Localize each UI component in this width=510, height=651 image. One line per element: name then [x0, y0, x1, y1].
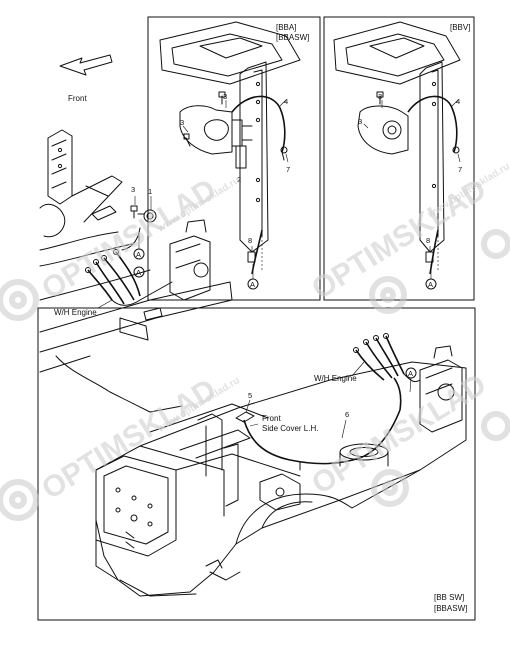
front-direction-label: Front — [68, 94, 87, 103]
callout-b-5: 5 — [248, 391, 252, 400]
left-wiring-harness — [85, 227, 173, 306]
panel-top-right-tag-1: [BBV] — [450, 23, 470, 32]
front-side-cover-label-1: Front — [262, 414, 281, 423]
panel-top-left-tag-1: [BBA] — [276, 23, 296, 32]
optim-sklad-watermark: OPTIMSKLAD OPTIMSKLAD OPTIMSKLAD OPTIMSK… — [0, 161, 510, 521]
callout-tr-8: 8 — [426, 236, 430, 245]
ref-a-label-tr: A — [428, 280, 433, 289]
callout-b-6: 6 — [345, 410, 349, 419]
callout-tl-3a: 3 — [223, 92, 227, 101]
panel-bottom-tag-1: [BB SW] — [434, 593, 464, 602]
panel-bottom-tag-2: [BBASW] — [434, 604, 467, 613]
callout-tr-3a: 3 — [378, 92, 382, 101]
ref-a-label-left-1: A — [136, 250, 141, 259]
panel-top-left-frame — [147, 16, 321, 301]
wh-engine-label-bottom: W/H Engine — [314, 374, 357, 383]
callout-tr-3b: 3 — [358, 117, 362, 126]
front-side-cover-label-2: Side Cover L.H. — [262, 424, 318, 433]
callout-tr-4: 4 — [456, 97, 460, 106]
panel-top-right-frame — [323, 16, 475, 301]
panel-top-left-tag-2: [BBASW] — [276, 33, 309, 42]
panel-bottom-frame — [37, 307, 476, 621]
ref-a-label-left-2: A — [136, 268, 141, 277]
callout-tl-8: 8 — [248, 236, 252, 245]
ref-a-label-bottom: A — [408, 369, 413, 378]
svg-text:OPTIMSKLAD: OPTIMSKLAD — [36, 173, 222, 306]
left-part-3-bolt — [130, 205, 138, 219]
svg-text:OPTIMSKLAD: OPTIMSKLAD — [36, 373, 222, 506]
callout-tl-4: 4 — [284, 97, 288, 106]
callout-tl-3b: 3 — [180, 118, 184, 127]
callout-tr-7: 7 — [458, 165, 462, 174]
callout-tl-2: 2 — [237, 175, 241, 184]
callout-tl-7: 7 — [286, 165, 290, 174]
callout-left-1: 1 — [148, 187, 152, 196]
left-engine-bracket-assembly — [39, 129, 233, 413]
front-direction-arrow-icon — [59, 54, 113, 76]
wh-engine-label-left: W/H Engine — [54, 308, 97, 317]
ref-a-label-tl: A — [250, 280, 255, 289]
panel-bottom-drawing — [95, 345, 467, 597]
left-part-1-sensor — [137, 209, 157, 223]
panel-top-left-drawing — [159, 21, 301, 275]
bottom-wiring-harness — [243, 333, 421, 471]
ref-a-circle-left-2 — [133, 266, 145, 278]
callout-left-3: 3 — [131, 185, 135, 194]
